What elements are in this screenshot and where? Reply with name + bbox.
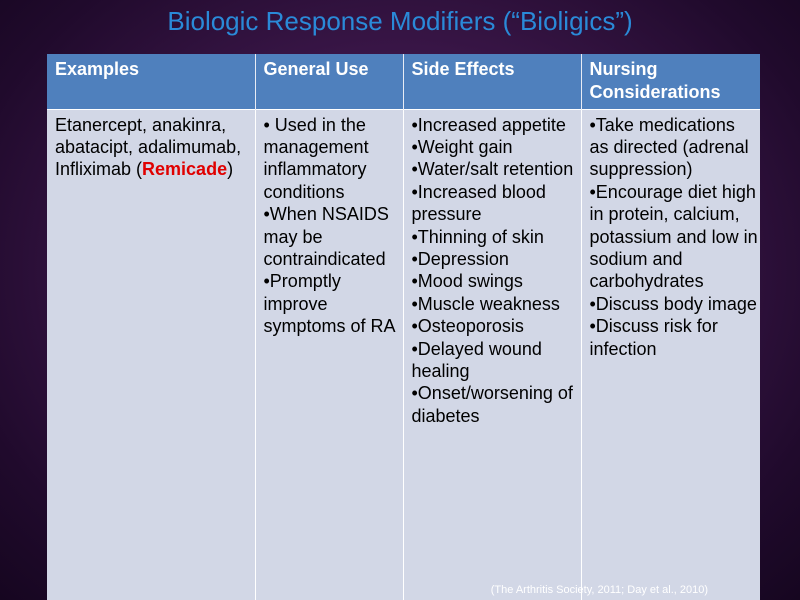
side-effect-item: •Muscle weakness [411, 293, 560, 314]
side-effect-item: •Increased blood pressure [411, 181, 546, 225]
side-effect-item: •Mood swings [411, 271, 523, 292]
side-effect-item: •Increased appetite [411, 114, 566, 135]
header-general-use: General Use [255, 54, 404, 109]
side-effects-cell: •Increased appetite •Weight gain •Water/… [403, 108, 582, 600]
nursing-consideration-item: •Take medications as directed (adrenal s… [589, 114, 749, 180]
examples-highlight: Remicade [142, 159, 228, 180]
table-row: Etanercept, anakinra, abatacipt, adalimu… [47, 108, 760, 600]
citation: (The Arthritis Society, 2011; Day et al.… [490, 584, 708, 596]
nursing-considerations-cell: •Take medications as directed (adrenal s… [581, 108, 760, 600]
header-side-effects: Side Effects [403, 54, 582, 109]
medication-table: Examples General Use Side Effects Nursin… [47, 54, 760, 600]
general-use-item: •Promptly improve symptoms of RA [263, 271, 396, 337]
side-effect-item: •Weight gain [411, 136, 513, 157]
nursing-consideration-item: •Discuss risk for infection [589, 316, 718, 359]
general-use-cell: • Used in the management inflammatory co… [255, 108, 404, 600]
side-effect-item: •Delayed wound healing [411, 338, 542, 381]
nursing-consideration-item: •Encourage diet high in protein, calcium… [589, 181, 758, 292]
side-effect-item: •Thinning of skin [411, 226, 544, 247]
header-examples: Examples [47, 54, 256, 109]
header-nursing-considerations: Nursing Considerations [589, 59, 721, 102]
side-effect-item: •Onset/worsening of diabetes [411, 383, 573, 426]
examples-text: Etanercept, anakinra, abatacipt, adalimu… [55, 114, 242, 180]
examples-text-end: ) [227, 159, 234, 180]
table-header-row: Examples General Use Side Effects Nursin… [47, 54, 760, 109]
side-effect-item: •Depression [411, 248, 509, 269]
medication-table-container: Examples General Use Side Effects Nursin… [47, 54, 760, 600]
slide-title: Biologic Response Modifiers (“Bioligics”… [167, 6, 633, 36]
general-use-item: •When NSAIDS may be contraindicated [263, 204, 389, 269]
general-use-item: • Used in the management inflammatory co… [263, 114, 369, 202]
side-effect-item: •Water/salt retention [411, 159, 574, 180]
side-effect-item: •Osteoporosis [411, 316, 524, 337]
nursing-consideration-item: •Discuss body image [589, 293, 757, 314]
examples-cell: Etanercept, anakinra, abatacipt, adalimu… [47, 108, 256, 600]
